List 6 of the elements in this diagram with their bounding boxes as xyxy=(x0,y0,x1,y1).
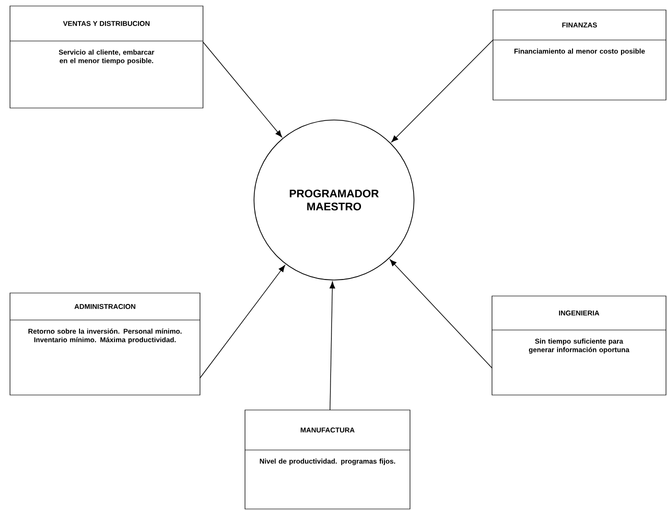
arrow xyxy=(202,42,282,138)
arrow xyxy=(200,265,286,378)
arrow xyxy=(391,40,494,142)
arrow xyxy=(330,281,336,410)
arrow xyxy=(390,259,492,368)
circle-node: PROGRAMADOR MAESTRO xyxy=(254,120,414,280)
